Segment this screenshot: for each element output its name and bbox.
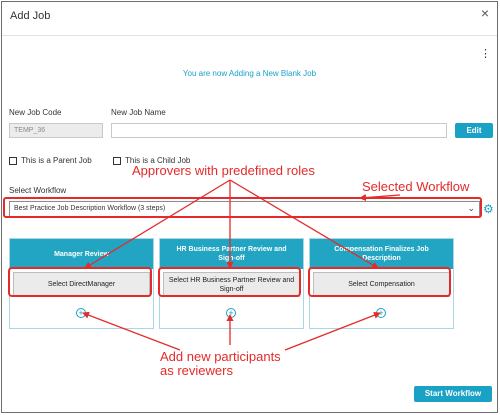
child-job-checkbox[interactable]: This is a Child Job [113,156,190,165]
step-title: HR Business Partner Review and Sign-off [160,239,303,269]
gear-icon[interactable]: ⚙ [483,202,494,216]
add-participants-annotation: Add new participants as reviewers [160,349,281,378]
parent-job-label: This is a Parent Job [21,156,92,165]
start-workflow-button[interactable]: Start Workflow [414,386,492,402]
workflow-step-card: Compensation Finalizes Job Description S… [309,238,454,329]
add-participant-icon[interactable]: + [376,308,386,318]
child-job-label: This is a Child Job [125,156,191,165]
selected-workflow-annotation: Selected Workflow [362,179,470,194]
workflow-step-card: Manager Review Select DirectManager + [9,238,154,329]
checkbox-box[interactable] [9,156,17,165]
checkbox-box[interactable] [113,156,121,165]
step-title: Compensation Finalizes Job Description [310,239,453,269]
job-code-label: New Job Code [9,108,62,117]
job-name-label: New Job Name [111,108,166,117]
workflow-label: Select Workflow [9,186,67,195]
approvers-annotation: Approvers with predefined roles [132,163,315,178]
header-divider [2,35,497,36]
job-name-input[interactable] [111,123,447,138]
dialog-title: Add Job [10,10,51,22]
kebab-menu-icon[interactable]: ⋮ [480,48,491,60]
chevron-down-icon: ⌄ [467,203,475,213]
workflow-step-card: HR Business Partner Review and Sign-off … [159,238,304,329]
select-approver-button[interactable]: Select DirectManager [13,272,150,297]
subtitle: You are now Adding a New Blank Job [182,69,317,78]
job-code-input: TEMP_36 [9,123,103,138]
edit-button[interactable]: Edit [455,123,493,138]
parent-job-checkbox[interactable]: This is a Parent Job [9,156,92,165]
select-approver-button[interactable]: Select Compensation [313,272,450,297]
workflow-select-value: Best Practice Job Description Workflow (… [14,205,166,212]
step-title: Manager Review [10,239,153,269]
select-approver-button[interactable]: Select HR Business Partner Review and Si… [163,272,300,297]
workflow-select[interactable]: Best Practice Job Description Workflow (… [9,201,480,217]
add-participant-icon[interactable]: + [76,308,86,318]
add-participant-icon[interactable]: + [226,308,236,318]
close-icon[interactable]: × [480,5,489,21]
